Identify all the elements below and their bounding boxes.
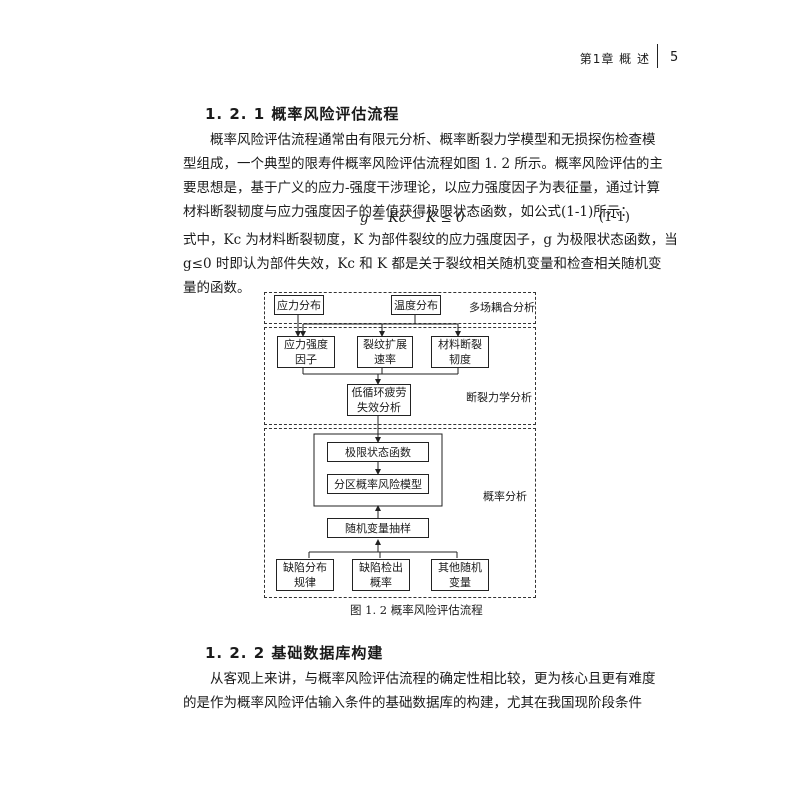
running-header: 第1章 概 述: [579, 52, 650, 66]
formula-1-1: g = Kc − K ≤ 0: [360, 210, 465, 226]
group-probability: [264, 428, 536, 598]
box-stress-distribution: 应力分布: [274, 295, 324, 315]
paragraph-1-line-2: 型组成，一个典型的限寿件概率风险评估流程如图 1. 2 所示。概率风险评估的主: [183, 156, 663, 172]
box-detection-probability: 缺陷检出概率: [352, 559, 410, 591]
group-fracture: [264, 327, 536, 425]
paragraph-1-line-4: 材料断裂韧度与应力强度因子的差值获得极限状态函数，如公式(1-1)所示：: [183, 204, 634, 220]
paragraph-3-line-1: 从客观上来讲，与概率风险评估流程的确定性相比较，更为核心且更有难度: [210, 671, 656, 687]
paragraph-2-line-1: 式中，Kc 为材料断裂韧度，K 为部件裂纹的应力强度因子，g 为极限状态函数，当: [183, 232, 678, 248]
paragraph-1-line-3: 要思想是，基于广义的应力-强度干涉理论，以应力强度因子为表征量，通过计算: [183, 180, 661, 196]
section-title-1-2-2: 1. 2. 2 基础数据库构建: [205, 644, 384, 662]
paragraph-2-line-3: 量的函数。: [183, 280, 251, 296]
paragraph-1-line-1: 概率风险评估流程通常由有限元分析、概率断裂力学模型和无损探伤检查模: [210, 132, 656, 148]
box-zoned-risk-model: 分区概率风险模型: [327, 474, 429, 494]
box-random-variable-sampling: 随机变量抽样: [327, 518, 429, 538]
header-divider: [657, 44, 658, 68]
paragraph-3-line-2: 的是作为概率风险评估输入条件的基础数据库的构建，尤其在我国现阶段条件: [183, 695, 642, 711]
page-number: 5: [670, 50, 679, 65]
box-crack-growth-rate: 裂纹扩展速率: [357, 336, 413, 368]
formula-number: (1-1): [598, 210, 630, 225]
group-probability-label: 概率分析: [483, 490, 527, 503]
box-stress-intensity-factor: 应力强度因子: [277, 336, 335, 368]
group-fracture-label: 断裂力学分析: [466, 391, 532, 404]
box-defect-distribution: 缺陷分布规律: [276, 559, 334, 591]
box-fracture-toughness: 材料断裂韧度: [431, 336, 489, 368]
paragraph-2-line-2: g≤0 时即认为部件失效，Kc 和 K 都是关于裂纹相关随机变量和检查相关随机变: [183, 256, 662, 272]
box-lcf-failure-analysis: 低循环疲劳失效分析: [347, 384, 411, 416]
box-other-random-variables: 其他随机变量: [431, 559, 489, 591]
figure-caption: 图 1. 2 概率风险评估流程: [350, 603, 483, 617]
box-temperature-distribution: 温度分布: [391, 295, 441, 315]
group-multifield-label: 多场耦合分析: [469, 301, 535, 314]
box-limit-state-function: 极限状态函数: [327, 442, 429, 462]
section-title-1-2-1: 1. 2. 1 概率风险评估流程: [205, 105, 400, 123]
